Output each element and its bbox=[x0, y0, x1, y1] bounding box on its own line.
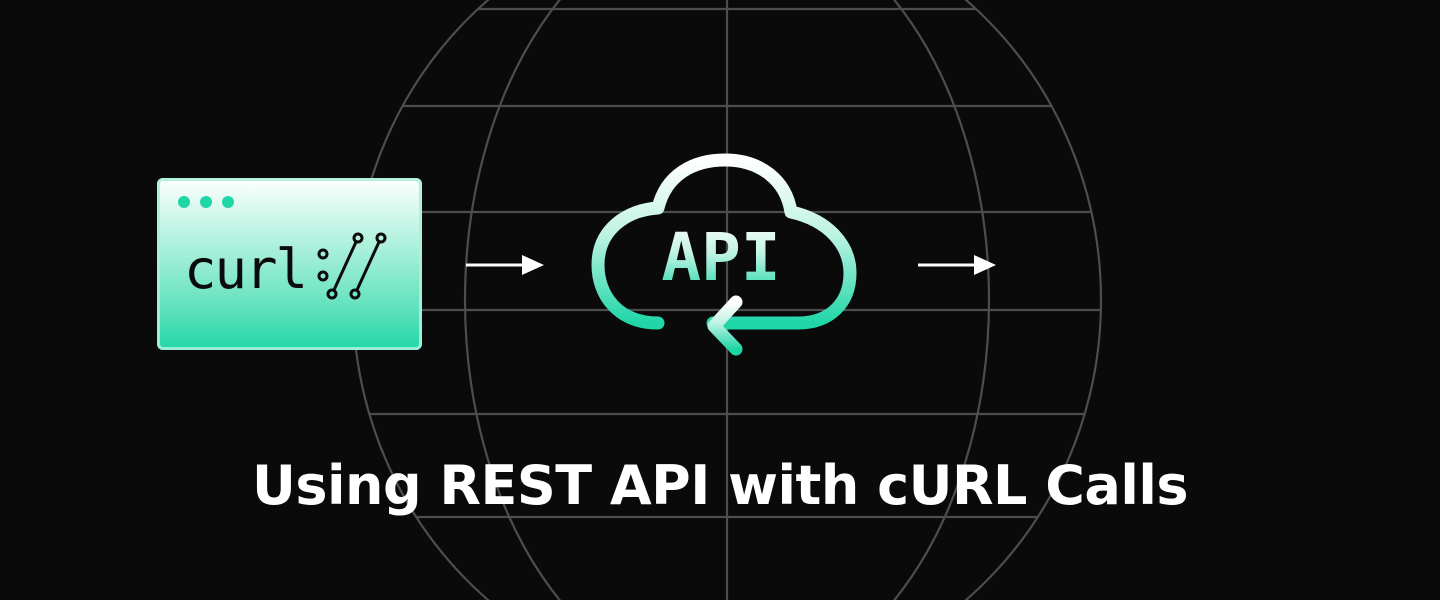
curl-logo-text: curl bbox=[184, 238, 308, 301]
curl-browser-window: curl bbox=[157, 178, 422, 350]
arrow-right-icon bbox=[918, 255, 996, 275]
arrow-right-icon bbox=[466, 255, 544, 275]
window-dots bbox=[178, 196, 234, 208]
colon-slash-slash-icon bbox=[317, 232, 387, 300]
page-title: Using REST API with cURL Calls bbox=[252, 454, 1189, 517]
curl-logo: curl bbox=[184, 230, 399, 310]
cloud-sync-icon: API bbox=[591, 153, 857, 356]
window-dot-icon bbox=[178, 196, 190, 208]
window-dot-icon bbox=[222, 196, 234, 208]
window-dot-icon bbox=[200, 196, 212, 208]
cloud-api-label: API bbox=[661, 219, 780, 296]
